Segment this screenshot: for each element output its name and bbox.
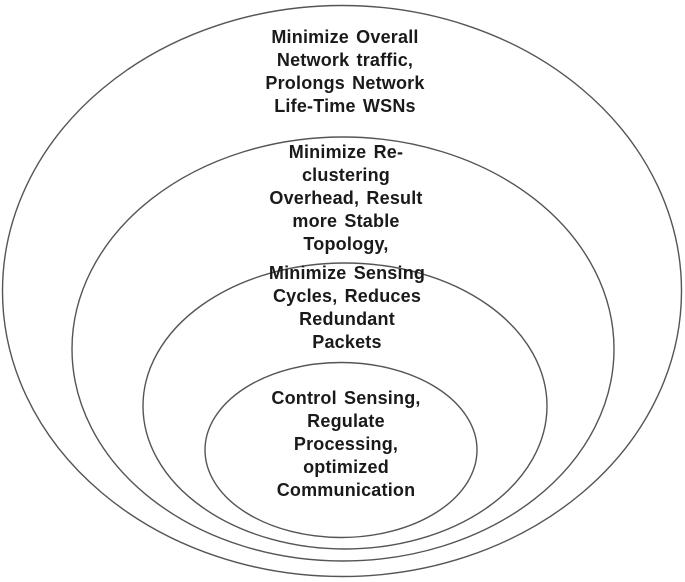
outer-ring-ellipse xyxy=(1,4,683,578)
inner-ring-ellipse xyxy=(204,361,478,539)
second-ring-label: Minimize Re- clustering Overhead, Result… xyxy=(269,142,423,254)
inner-ring-label: Control Sensing, Regulate Processing, op… xyxy=(271,388,421,500)
third-ring-label: Minimize Sensing Cycles, Reduces Redunda… xyxy=(268,263,426,352)
second-ring-ellipse xyxy=(71,136,615,562)
outer-ring-label: Minimize Overall Network traffic, Prolon… xyxy=(265,27,425,116)
third-ring-ellipse xyxy=(142,262,548,550)
